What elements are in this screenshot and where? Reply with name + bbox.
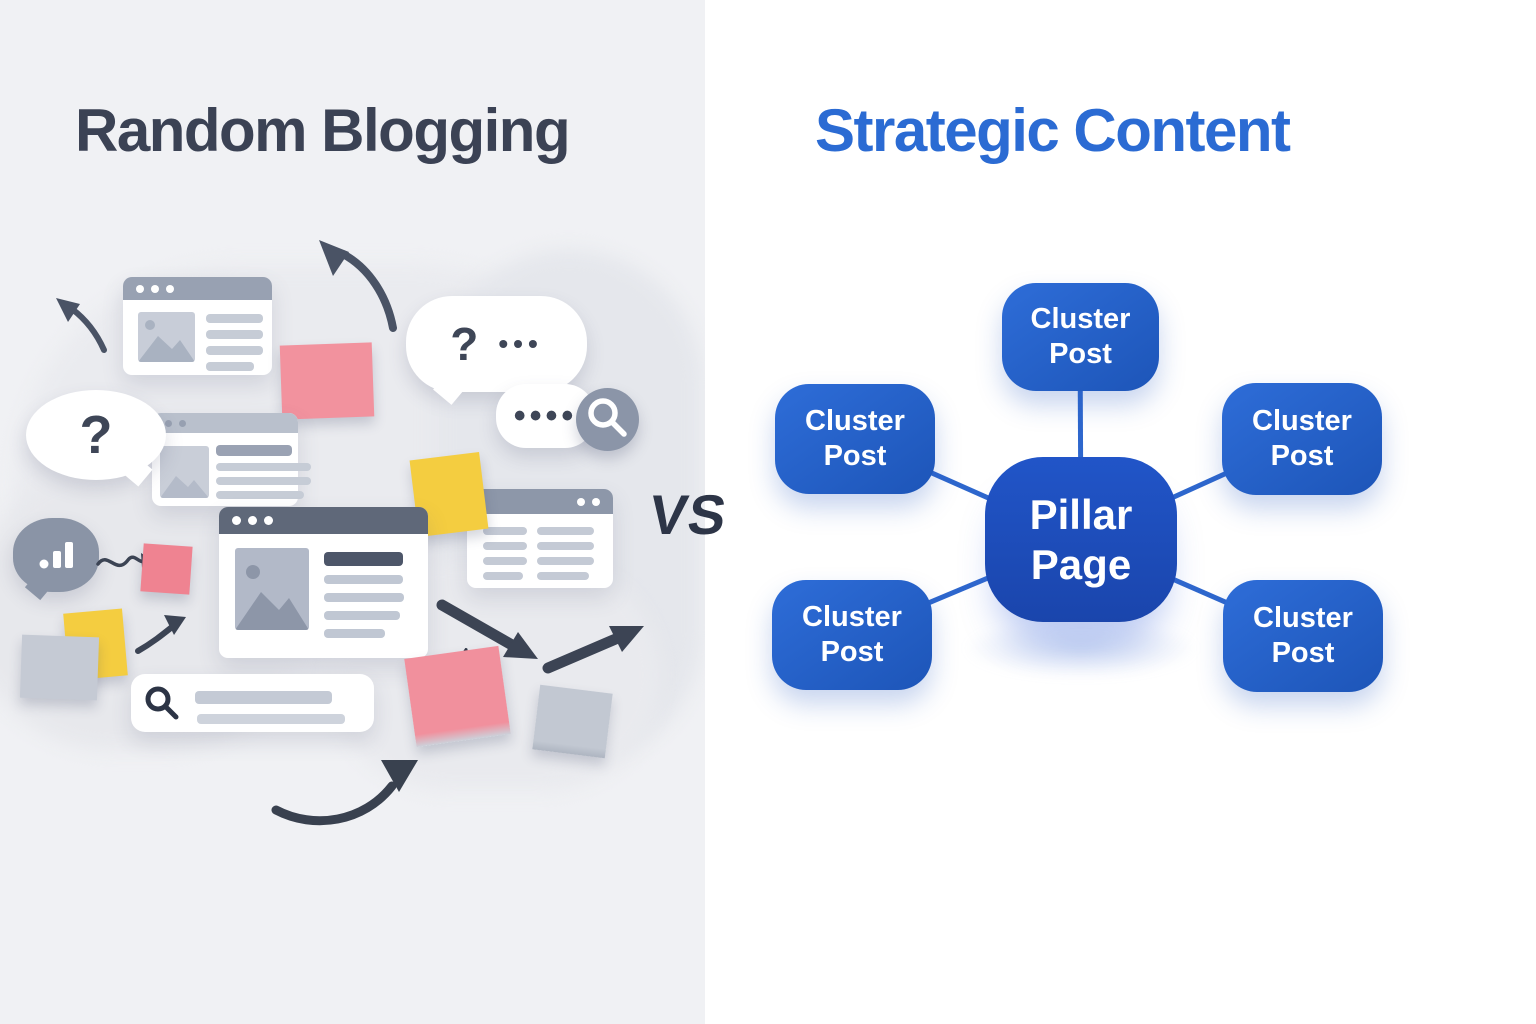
text-line	[324, 593, 404, 602]
text-line	[537, 542, 594, 550]
window-dot-icon	[165, 419, 172, 427]
text-line	[324, 629, 385, 638]
window-dot-icon	[264, 516, 273, 525]
mountain-image-icon	[160, 446, 209, 498]
chart-bubble	[13, 518, 99, 601]
ellipsis-icon: •••	[498, 328, 543, 359]
gray-sticky-note	[19, 634, 100, 701]
browser-window	[467, 489, 613, 588]
text-line	[537, 557, 594, 565]
cluster-post-label: Cluster Post	[805, 404, 905, 472]
curved-arrow-up-icon	[319, 240, 397, 332]
window-dot-icon	[136, 284, 144, 293]
search-icon	[588, 398, 627, 437]
text-line	[483, 527, 527, 535]
text-line	[206, 330, 263, 339]
cluster-post-node: Cluster Post	[772, 580, 932, 690]
strategic-content-panel: Strategic Content Cluster Post Cluster P…	[705, 0, 1536, 1024]
text-line	[483, 542, 527, 550]
gray-sticky-note	[532, 684, 613, 759]
window-dot-icon	[232, 516, 241, 525]
search-bar	[131, 674, 374, 732]
pink-sticky-note	[140, 543, 193, 595]
search-icon	[145, 686, 179, 720]
text-line	[324, 575, 403, 584]
question-icon: ?	[450, 318, 479, 370]
pillar-page-label: Pillar Page	[1029, 490, 1133, 588]
text-line	[324, 611, 400, 620]
pink-sticky-note	[279, 342, 375, 420]
arrow-up-right-icon	[542, 626, 644, 674]
cluster-post-node: Cluster Post	[1222, 383, 1382, 495]
right-panel-title: Strategic Content	[815, 97, 1291, 164]
text-line	[483, 572, 523, 580]
mountain-image-icon	[235, 548, 309, 630]
window-titlebar	[152, 413, 298, 433]
left-panel-title: Random Blogging	[75, 97, 571, 164]
vs-label: VS	[645, 483, 732, 546]
cluster-post-label: Cluster Post	[1030, 302, 1131, 370]
window-dot-icon	[592, 497, 600, 506]
search-text-line	[197, 714, 345, 724]
arrow-down-right-icon	[436, 599, 538, 659]
text-line	[216, 463, 311, 471]
cluster-post-label: Cluster Post	[1253, 601, 1353, 669]
text-line	[483, 557, 527, 565]
mountain-image-icon	[138, 312, 195, 362]
swoosh-arrow-icon	[271, 760, 418, 826]
window-titlebar	[467, 489, 613, 514]
text-line	[206, 346, 263, 355]
question-bubble: ?	[26, 390, 166, 487]
text-line	[537, 572, 589, 580]
pillar-page-node: Pillar Page	[985, 457, 1177, 622]
text-line	[206, 362, 254, 371]
question-icon: ?	[79, 405, 113, 465]
browser-window	[123, 277, 272, 375]
window-titlebar	[219, 507, 428, 534]
text-line	[216, 491, 304, 499]
curved-arrow-up-left-icon	[56, 298, 107, 353]
arrow-up-right-icon	[135, 615, 186, 654]
cluster-post-label: Cluster Post	[1252, 404, 1352, 472]
typing-dots-icon: ••••	[513, 396, 578, 435]
heading-line	[324, 552, 403, 566]
window-dot-icon	[248, 516, 257, 525]
text-line	[216, 445, 292, 456]
question-dots-bubble: ? •••	[406, 296, 587, 405]
cluster-post-node: Cluster Post	[1223, 580, 1383, 692]
browser-window	[152, 413, 311, 506]
pink-sticky-note	[404, 645, 511, 748]
browser-window	[219, 507, 428, 658]
window-dot-icon	[151, 284, 159, 293]
pillar-shadow	[963, 618, 1199, 678]
window-dot-icon	[166, 284, 174, 293]
bar-chart-icon	[39, 542, 73, 569]
text-line	[216, 477, 311, 485]
text-line	[537, 527, 594, 535]
cluster-post-node: Cluster Post	[1002, 283, 1159, 391]
search-circle	[576, 388, 639, 451]
cluster-post-label: Cluster Post	[802, 600, 902, 668]
window-dot-icon	[179, 419, 186, 427]
random-blogging-panel: Random Blogging	[0, 0, 705, 1024]
search-text-line	[195, 691, 332, 704]
cluster-post-node: Cluster Post	[775, 384, 935, 494]
window-titlebar	[123, 277, 272, 300]
window-dot-icon	[577, 497, 585, 506]
text-line	[206, 314, 263, 323]
